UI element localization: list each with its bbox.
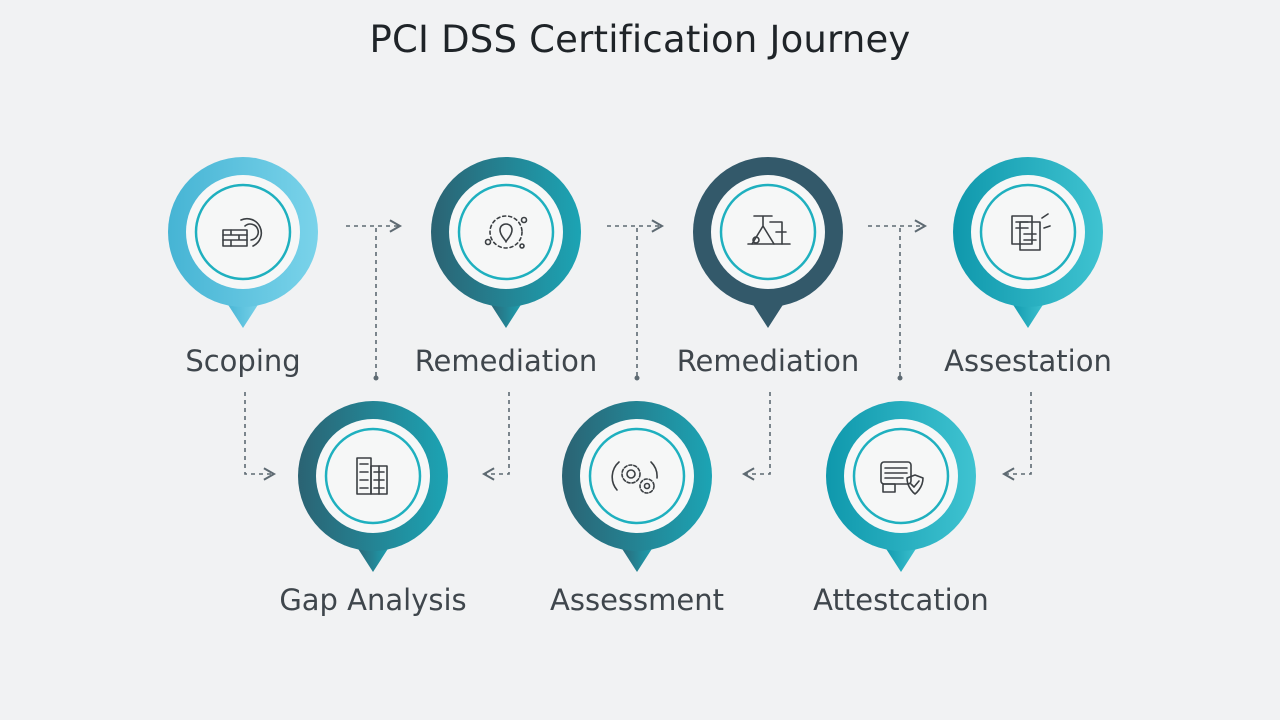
- pin-pointer: [619, 544, 655, 572]
- pin-face: [844, 419, 958, 533]
- tools-icon: [747, 215, 791, 245]
- step-label: Remediation: [415, 344, 598, 378]
- diagram-title: PCI DSS Certification Journey: [369, 18, 911, 61]
- connector-dot-1: [373, 375, 379, 381]
- pin-pointer: [355, 544, 391, 572]
- step-label: Assessment: [550, 583, 724, 617]
- pin-inner-ring: [852, 427, 950, 525]
- journey-step-1[interactable]: Scoping: [168, 157, 318, 378]
- journey-step-3[interactable]: Remediation: [677, 157, 860, 378]
- building-grid-icon: [356, 457, 388, 495]
- pin-face: [186, 175, 300, 289]
- pin-pointer: [750, 300, 786, 328]
- step-label: Gap Analysis: [279, 583, 466, 617]
- connector-layer: [244, 219, 1032, 481]
- connector-return-2: [741, 392, 771, 481]
- pin-pointer: [225, 300, 261, 328]
- document-stack-icon: [1011, 213, 1051, 251]
- pin-inner-ring: [979, 183, 1077, 281]
- step-label: Scoping: [185, 344, 300, 378]
- pin-inner-ring: [719, 183, 817, 281]
- pin-inner-ring: [588, 427, 686, 525]
- journey-step-5[interactable]: Gap Analysis: [279, 401, 467, 617]
- connector-return-3: [1001, 392, 1032, 481]
- step-label: Remediation: [677, 344, 860, 378]
- journey-step-7[interactable]: Attestcation: [813, 401, 989, 617]
- connector-dot-2: [634, 375, 640, 381]
- pin-face: [449, 175, 563, 289]
- pin-layer: Scoping Remediation Remediation Assestation…: [168, 157, 1112, 617]
- pin-face: [580, 419, 694, 533]
- gears-icon: [611, 461, 658, 494]
- network-node-icon: [484, 215, 528, 249]
- journey-step-6[interactable]: Assessment: [550, 401, 724, 617]
- pin-inner-ring: [457, 183, 555, 281]
- pin-face: [316, 419, 430, 533]
- step-label: Assestation: [944, 344, 1112, 378]
- shield-document-icon: [880, 461, 924, 495]
- journey-step-2[interactable]: Remediation: [415, 157, 598, 378]
- pin-inner-ring: [194, 183, 292, 281]
- pin-pointer: [488, 300, 524, 328]
- step-label: Attestcation: [813, 583, 989, 617]
- pin-face: [971, 175, 1085, 289]
- connector-dot-3: [897, 375, 903, 381]
- pin-face: [711, 175, 825, 289]
- pin-pointer: [1010, 300, 1046, 328]
- pin-pointer: [883, 544, 919, 572]
- journey-step-4[interactable]: Assestation: [944, 157, 1112, 378]
- connector-return-1: [481, 392, 510, 481]
- firewall-icon: [222, 217, 263, 247]
- connector-to-gap-analysis: [244, 392, 277, 481]
- pin-inner-ring: [324, 427, 422, 525]
